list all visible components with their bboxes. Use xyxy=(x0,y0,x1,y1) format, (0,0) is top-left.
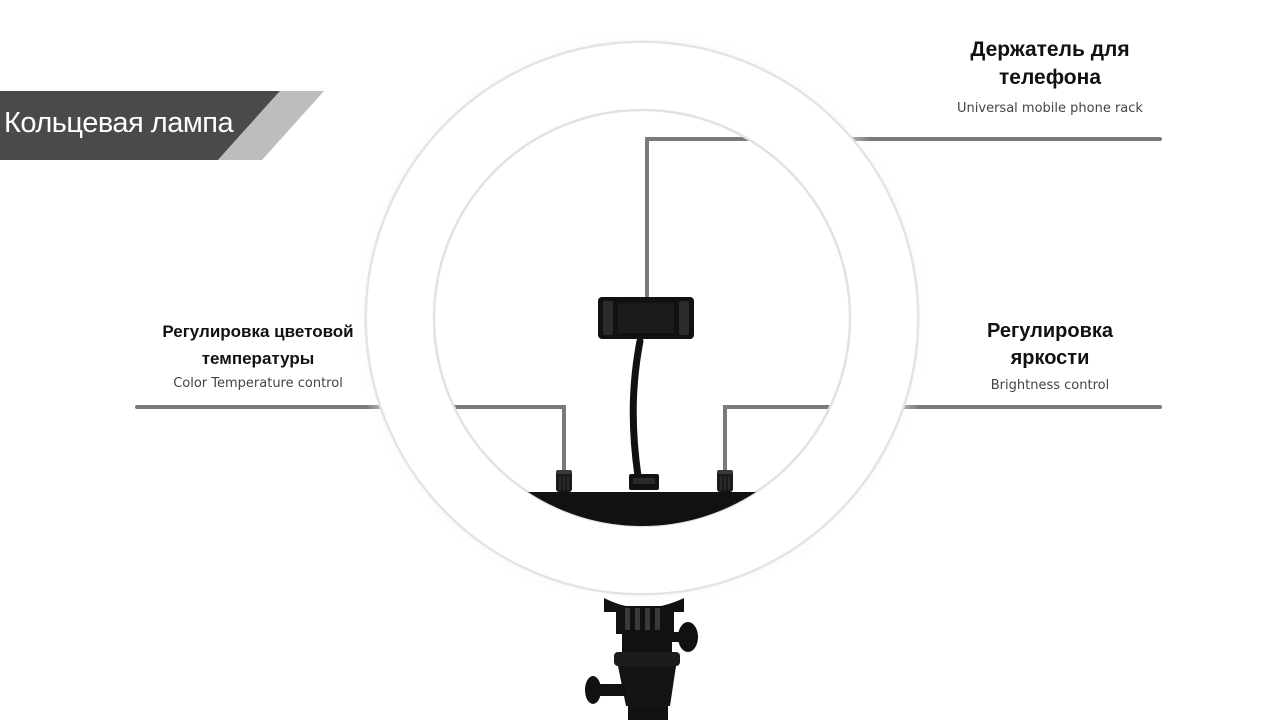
brightness-knob xyxy=(717,470,733,492)
ring-outer-edge xyxy=(364,40,920,596)
callout-title-line1: Регулировка xyxy=(986,320,1113,342)
gooseneck-arm xyxy=(629,337,644,480)
banner-title: Кольцевая лампа xyxy=(4,107,234,139)
callout-title-line1: Держатель для xyxy=(970,38,1130,61)
banner-shape xyxy=(0,91,324,160)
callout-subtitle: Universal mobile phone rack xyxy=(957,100,1143,116)
callout-phone-holder: Держатель для телефона Universal mobile … xyxy=(930,36,1170,116)
callout-subtitle: Brightness control xyxy=(990,378,1110,393)
color-temperature-knob xyxy=(556,470,572,492)
gooseneck-mount xyxy=(629,474,659,490)
callout-subtitle: Color Temperature control xyxy=(173,376,343,392)
ring-light-body xyxy=(367,43,917,593)
callout-brightness: Регулировка яркости Brightness control xyxy=(940,318,1160,393)
title-banner: Кольцевая лампа xyxy=(0,91,330,161)
callout-title-line2: температуры xyxy=(201,349,315,369)
control-base xyxy=(528,492,756,527)
callout-title-line2: телефона xyxy=(999,66,1101,90)
callout-color-temperature: Регулировка цветовой температуры Color T… xyxy=(118,318,398,391)
callout-title-line2: яркости xyxy=(1010,347,1090,369)
callout-title-line1: Регулировка цветовой xyxy=(162,322,354,341)
mount-bracket xyxy=(585,598,698,720)
phone-holder-clamp xyxy=(598,297,694,339)
